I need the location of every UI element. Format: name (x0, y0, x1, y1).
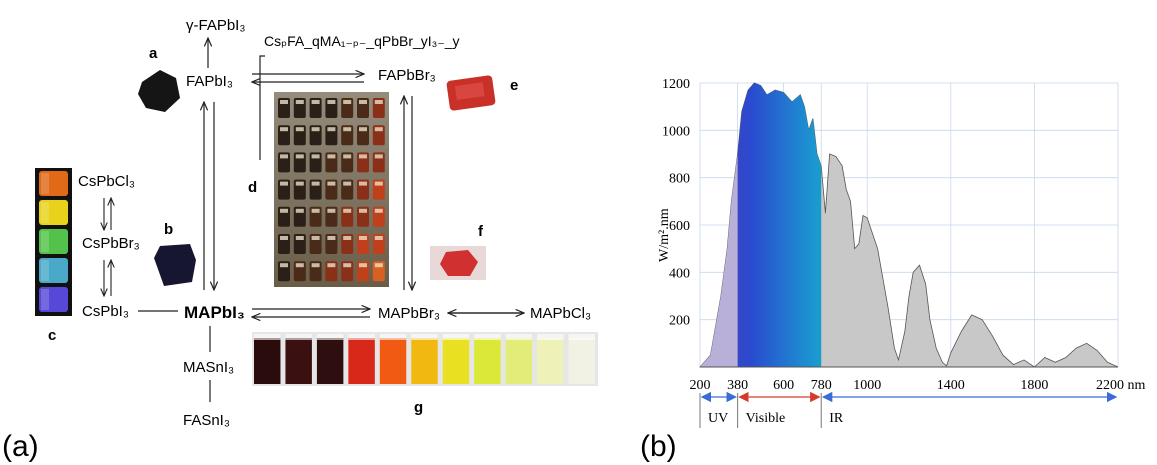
cs-vial (39, 258, 68, 283)
g-vial (537, 338, 564, 384)
crystal-a-image (138, 70, 180, 112)
gamma-fapbi3-label: γ-FAPbI₃ (186, 17, 245, 34)
g-vial (505, 338, 533, 384)
g-vial (474, 338, 501, 384)
panel-a-label: (a) (2, 430, 39, 463)
y-tick-label: 600 (669, 219, 690, 234)
cs-vial (39, 200, 68, 225)
g-vial (254, 338, 281, 384)
x-tick-label: 380 (727, 378, 748, 393)
g-vial (568, 338, 595, 384)
spectrum-visible-fill (737, 83, 822, 367)
y-tick-label: 800 (669, 172, 690, 187)
region-label: IR (829, 411, 844, 426)
panel-b-label: (b) (640, 430, 677, 463)
g-vial (316, 338, 344, 384)
region-label: UV (708, 411, 728, 426)
g-vial (348, 338, 375, 384)
y-tick-label: 400 (669, 266, 690, 281)
sublabel-a: a (149, 45, 158, 62)
x-tick-label: 2200 nm (1096, 378, 1146, 393)
sublabel-e: e (510, 77, 518, 94)
sublabel-f: f (478, 223, 484, 240)
x-tick-label: 600 (773, 378, 794, 393)
mapbcl3-label: MAPbCl₃ (530, 305, 591, 322)
cs-vial (39, 171, 68, 196)
cs-vial (39, 229, 68, 254)
vial-grid-d-image (274, 92, 389, 287)
sublabel-b: b (164, 221, 173, 238)
fasni3-label: FASnI₃ (183, 412, 230, 429)
cspbbr3-label: CsPbBr₃ (82, 235, 140, 252)
panel-a: a γ-FAPbI₃ CsₚFA_qMA₁₋ₚ₋_qPbBr_yI₃₋_y FA… (2, 17, 598, 463)
spectrum-uv-fill (700, 153, 738, 367)
g-vial (411, 338, 438, 384)
sublabel-d: d (248, 179, 257, 196)
region-label: Visible (746, 411, 786, 426)
masni3-label: MASnI₃ (183, 359, 234, 376)
y-axis-label: W/m².nm (657, 208, 672, 262)
crystal-b-image (154, 244, 196, 286)
g-vial (379, 338, 407, 384)
mapbbr3-label: MAPbBr₃ (378, 305, 440, 322)
g-vial (442, 338, 470, 384)
mixed-composition-label: CsₚFA_qMA₁₋ₚ₋_qPbBr_yI₃₋_y (264, 33, 460, 49)
x-tick-label: 780 (811, 378, 832, 393)
y-tick-label: 200 (669, 314, 690, 329)
x-tick-label: 1800 (1020, 378, 1048, 393)
sublabel-c: c (48, 327, 56, 344)
mapbi3-label: MAPbI₃ (184, 303, 245, 322)
fapbi3-label: FAPbI₃ (186, 73, 233, 90)
cspbcl3-label: CsPbCl₃ (78, 173, 135, 190)
x-tick-label: 200 (690, 378, 711, 393)
y-tick-label: 1200 (662, 77, 690, 92)
sublabel-g: g (414, 399, 423, 416)
x-tick-label: 1000 (853, 378, 881, 393)
cs-vial (39, 287, 68, 312)
spectrum-area (699, 82, 1119, 368)
panel-b: 200 400 600 800 1000 1200 200 380 600 780 1000 1400… (640, 58, 1146, 463)
fapbbr3-label: FAPbBr₃ (378, 67, 436, 84)
y-tick-label: 1000 (662, 124, 690, 139)
g-vial (285, 338, 312, 384)
x-tick-label: 1400 (937, 378, 965, 393)
cspbi3-label: CsPbI₃ (82, 303, 129, 320)
mixed-connector-line (259, 55, 265, 160)
